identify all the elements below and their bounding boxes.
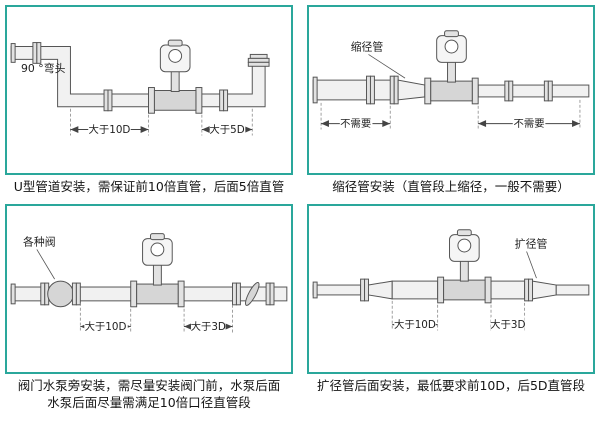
caption-line: 阀门水泵旁安装，需尽量安装阀门前，水泵后面 [17, 377, 281, 393]
expander-icon [532, 280, 557, 300]
dimension-upstream: 大于10D [70, 108, 149, 137]
dimension-downstream: 大于5D [201, 108, 253, 137]
expander-icon [368, 280, 393, 300]
flowmeter-icon [424, 30, 479, 105]
pipe-run [10, 42, 270, 112]
dim-downstream-label: 大于3D [191, 320, 226, 333]
reducer-label: 缩径管 [351, 39, 384, 53]
panel-caption: U型管道安装，需保证前10倍直管，后面5倍直管 [5, 179, 293, 196]
panel-reducer: 缩径管 不需要 不需要 [307, 5, 595, 196]
valve-icon [47, 280, 74, 308]
caption-line: 扩径管后面安装，最低要求前10D，后5D直管段 [316, 377, 586, 393]
valve-pump-frame: 各种阀 大于10D 大于 [5, 203, 293, 374]
panel-caption: 阀门水泵旁安装，需尽量安装阀门前，水泵后面 水泵后面尽量需满足10倍口径直管段 [5, 378, 293, 412]
panel-valve-pump: 各种阀 大于10D 大于 [5, 203, 293, 412]
flowmeter-icon [130, 233, 185, 308]
diagram-grid: 90 °弯头 大于10D 大于5D [5, 5, 595, 412]
dimension-downstream: 不需要 [477, 99, 581, 132]
reducer-frame: 缩径管 不需要 不需要 [307, 5, 595, 175]
elbow-label: 90 °弯头 [21, 61, 66, 75]
dimension-downstream: 大于3D [490, 302, 525, 332]
panel-caption: 缩径管安装（直管段上缩径，一般不需要） [307, 179, 595, 196]
dim-upstream-label: 大于10D [85, 320, 127, 333]
caption-line: 缩径管安装（直管段上缩径，一般不需要） [332, 179, 570, 194]
valve-label: 各种阀 [23, 234, 56, 248]
panel-caption: 扩径管后面安装，最低要求前10D，后5D直管段 [307, 378, 595, 395]
reducer-icon [397, 79, 426, 101]
flowmeter-icon [437, 229, 492, 304]
dim-upstream-label: 大于10D [394, 318, 436, 331]
pipe-run [312, 278, 590, 302]
caption-line: U型管道安装，需保证前10倍直管，后面5倍直管 [13, 179, 285, 194]
pipe-run [312, 75, 590, 105]
expander-label: 扩径管 [515, 236, 548, 250]
dimension-upstream: 不需要 [320, 102, 391, 132]
leader-line [36, 249, 55, 280]
expander-frame: 扩径管 大于10D 大于 [307, 203, 595, 374]
dim-upstream-label: 大于10D [89, 123, 131, 136]
leader-line [368, 54, 406, 79]
caption-line: 水泵后面尽量需满足10倍口径直管段 [47, 394, 251, 410]
butterfly-valve-icon [245, 281, 260, 306]
dim-downstream-label: 不需要 [514, 118, 545, 130]
flowmeter-icon [148, 39, 203, 114]
expander-diagram: 扩径管 大于10D 大于 [312, 229, 590, 332]
u-type-diagram: 90 °弯头 大于10D 大于5D [10, 39, 270, 137]
dimension-upstream: 大于10D [391, 300, 439, 332]
leader-line [526, 251, 537, 279]
dim-downstream-label: 大于5D [209, 123, 244, 136]
dim-downstream-label: 大于3D [490, 318, 525, 331]
panel-expander: 扩径管 大于10D 大于 [307, 203, 595, 412]
dimension-downstream: 大于3D [183, 304, 233, 334]
dim-upstream-label: 不需要 [340, 118, 371, 130]
panel-u-type: 90 °弯头 大于10D 大于5D [5, 5, 293, 196]
dimension-upstream: 大于10D [79, 302, 132, 334]
valve-pump-diagram: 各种阀 大于10D 大于 [10, 233, 288, 334]
u-type-frame: 90 °弯头 大于10D 大于5D [5, 5, 293, 175]
reducer-diagram: 缩径管 不需要 不需要 [312, 30, 590, 132]
